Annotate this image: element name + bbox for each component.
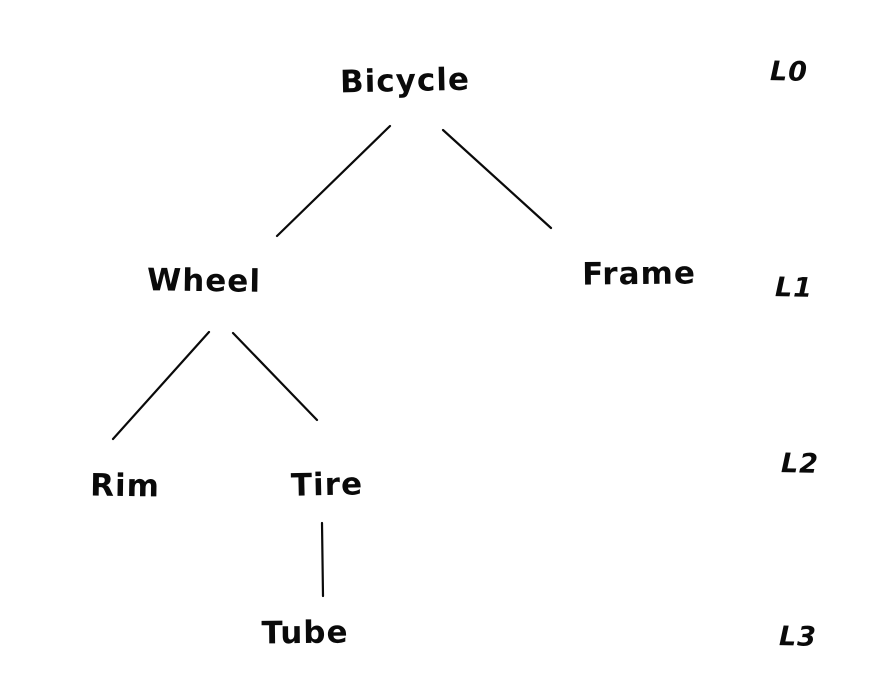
node-bicycle: Bicycle	[339, 61, 471, 101]
edge-wheel-tire	[231, 331, 319, 422]
edge-tire-tube	[320, 521, 325, 598]
node-wheel: Wheel	[146, 262, 262, 300]
edge-bicycle-wheel	[275, 124, 392, 238]
node-rim: Rim	[89, 467, 161, 505]
level-label-l1: L1	[774, 272, 814, 304]
edge-wheel-rim	[111, 330, 211, 441]
node-tire: Tire	[290, 466, 364, 504]
node-frame: Frame	[581, 255, 697, 293]
level-label-l2: L2	[780, 448, 820, 480]
level-label-l3: L3	[778, 621, 818, 653]
level-label-l0: L0	[769, 56, 809, 88]
node-tube: Tube	[261, 614, 349, 652]
edge-bicycle-frame	[441, 128, 553, 230]
